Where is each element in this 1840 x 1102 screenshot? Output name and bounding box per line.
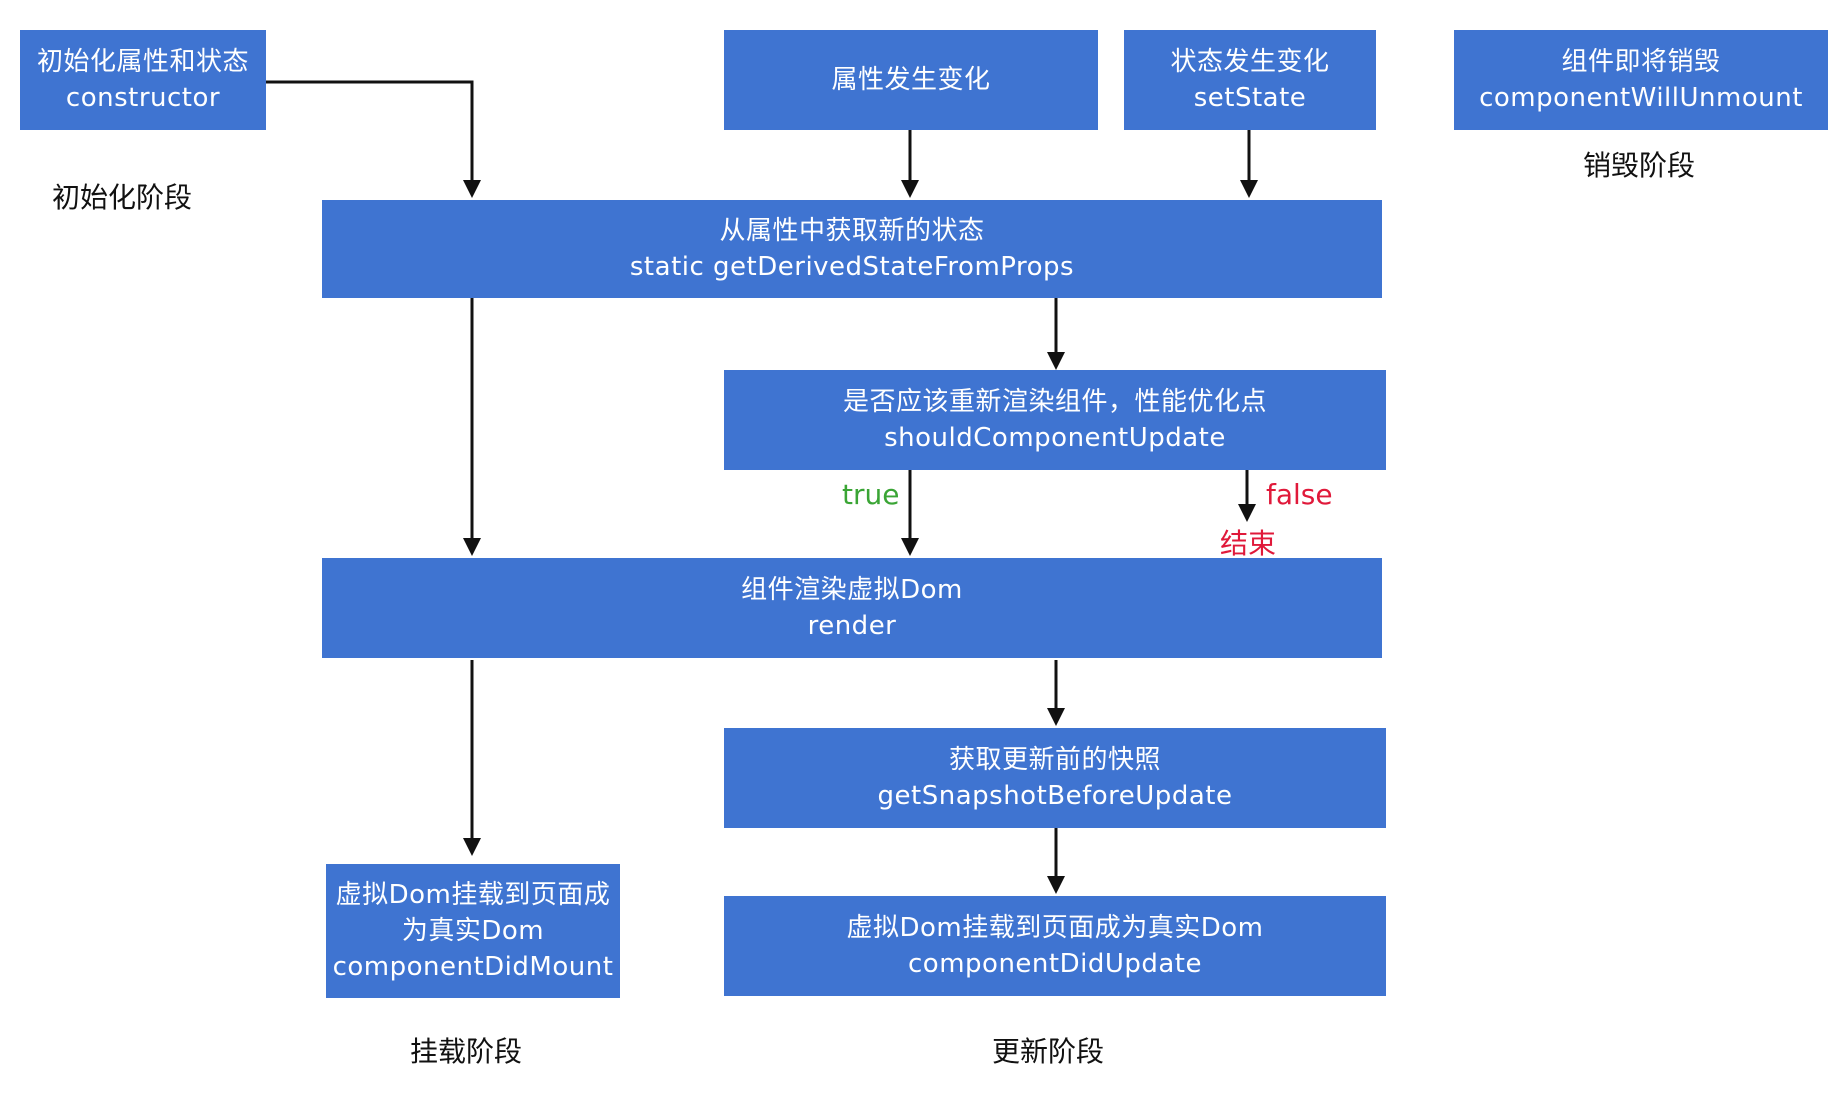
should-update-box: 是否应该重新渲染组件，性能优化点 shouldComponentUpdate [724,370,1386,470]
did-mount-box: 虚拟Dom挂载到页面成 为真实Dom componentDidMount [326,864,620,998]
arrowhead-derived-to-should-update [1047,352,1065,370]
will-unmount-method: componentWillUnmount [1479,83,1803,113]
snapshot-box: 获取更新前的快照 getSnapshotBeforeUpdate [724,728,1386,828]
get-derived-state-title: 从属性中获取新的状态 [719,216,985,246]
should-update-method: shouldComponentUpdate [884,423,1226,453]
snapshot-title: 获取更新前的快照 [948,745,1161,775]
did-update-box: 虚拟Dom挂载到页面成为真实Dom componentDidUpdate [724,896,1386,996]
constructor-title: 初始化属性和状态 [36,47,249,77]
did-update-method: componentDidUpdate [908,949,1202,979]
render-title: 组件渲染虚拟Dom [741,575,963,605]
arrow-init-to-derived [266,80,474,184]
will-unmount-title: 组件即将销毁 [1561,47,1721,77]
true-label: true [842,478,900,511]
render-method: render [807,611,897,641]
should-update-title: 是否应该重新渲染组件，性能优化点 [842,387,1267,417]
false-label: false [1266,478,1333,511]
arrowhead-props-to-derived [901,180,919,198]
stage-update-label: 更新阶段 [992,1035,1105,1068]
props-change-box: 属性发生变化 [724,30,1098,130]
stage-mount-label: 挂载阶段 [410,1035,523,1068]
did-update-title: 虚拟Dom挂载到页面成为真实Dom [846,913,1264,943]
get-derived-state-method: static getDerivedStateFromProps [629,252,1075,282]
set-state-title: 状态发生变化 [1170,47,1330,77]
did-mount-line1: 虚拟Dom挂载到页面成 [335,880,611,910]
set-state-method: setState [1193,83,1307,113]
constructor-method: constructor [65,83,221,113]
did-mount-line2: 为真实Dom [401,916,545,946]
will-unmount-box: 组件即将销毁 componentWillUnmount [1454,30,1828,130]
stage-init-label: 初始化阶段 [52,181,193,214]
arrowhead-derived-to-render [463,538,481,556]
render-box: 组件渲染虚拟Dom render [322,558,1382,658]
end-label: 结束 [1220,527,1277,560]
set-state-box: 状态发生变化 setState [1124,30,1376,130]
props-change-title: 属性发生变化 [831,65,991,95]
stage-unmount-label: 销毁阶段 [1583,149,1696,182]
did-mount-method: componentDidMount [332,952,614,982]
arrowhead-false-to-end [1238,504,1256,522]
arrowhead-render-to-snapshot [1047,708,1065,726]
arrowhead-init-to-derived [463,180,481,198]
arrowhead-state-to-derived [1240,180,1258,198]
arrowhead-snapshot-to-did-update [1047,876,1065,894]
arrowhead-render-to-did-mount [463,838,481,856]
arrowhead-true-to-render [901,538,919,556]
snapshot-method: getSnapshotBeforeUpdate [877,781,1233,811]
constructor-box: 初始化属性和状态 constructor [20,30,266,130]
get-derived-state-box: 从属性中获取新的状态 static getDerivedStateFromPro… [322,200,1382,298]
